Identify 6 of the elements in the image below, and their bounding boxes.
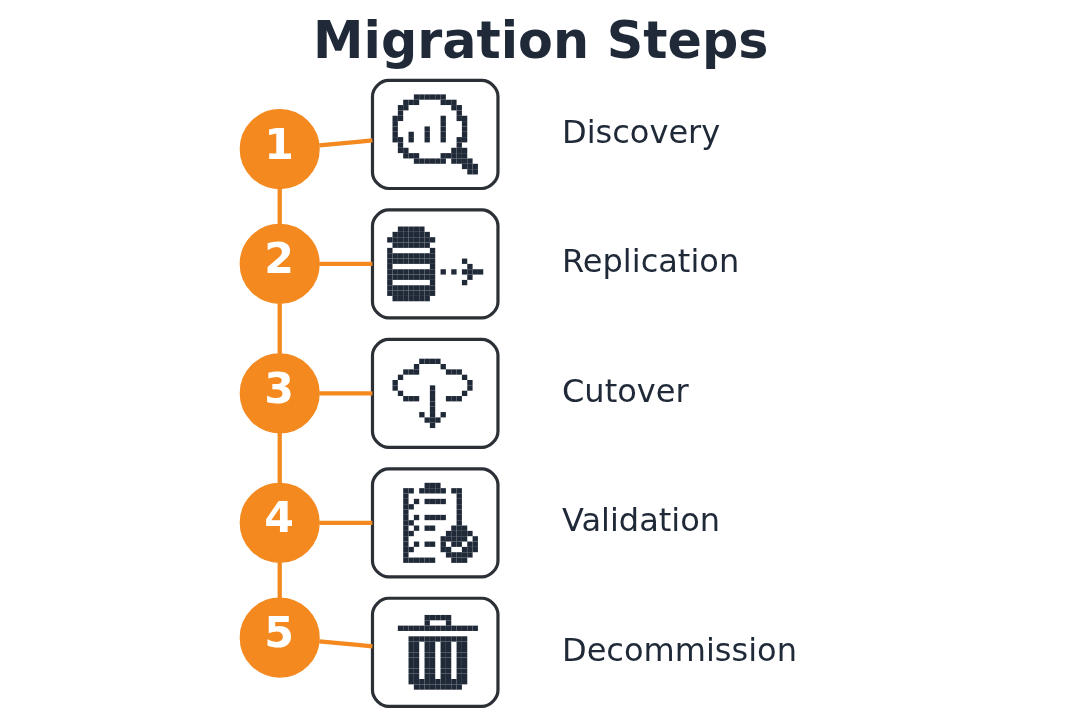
node-label: Cutover [562, 371, 689, 410]
node-label: Discovery [562, 112, 721, 151]
node-label: Validation [562, 501, 721, 540]
diagram-title: Migration Steps [313, 11, 769, 71]
node-label: Replication [562, 242, 740, 281]
node-label: Decommission [562, 630, 797, 669]
